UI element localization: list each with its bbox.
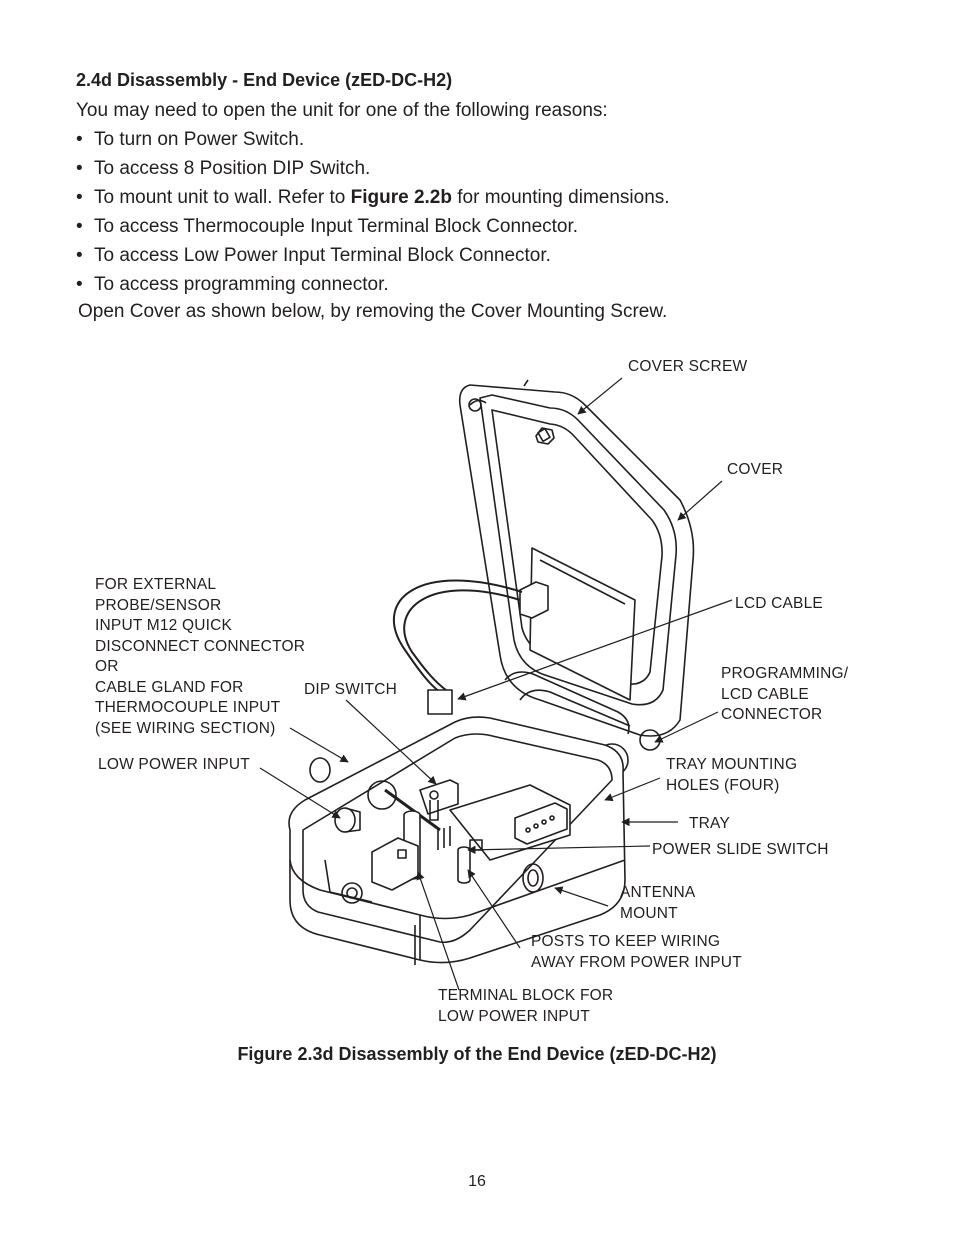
list-item: •To access Thermocouple Input Terminal B… — [76, 216, 579, 237]
bullet-icon: • — [76, 245, 83, 266]
label-tray-mounting-holes: TRAY MOUNTING HOLES (FOUR) — [666, 756, 798, 794]
figure-caption: Figure 2.3d Disassembly of the End Devic… — [237, 1044, 717, 1064]
label-antenna-mount: ANTENNA MOUNT — [620, 884, 696, 922]
list-item: •To turn on Power Switch. — [76, 129, 305, 150]
label-tray: TRAY — [689, 815, 730, 832]
label-external-probe: FOR EXTERNAL PROBE/SENSOR INPUT M12 QUIC… — [95, 576, 306, 737]
bullet-icon: • — [76, 274, 83, 295]
bullet-icon: • — [76, 216, 83, 237]
list-item: •To mount unit to wall. Refer to Figure … — [76, 187, 670, 208]
reasons-list: •To turn on Power Switch. •To access 8 P… — [76, 128, 670, 302]
label-cover-screw: COVER SCREW — [628, 358, 748, 375]
label-lcd-cable: LCD CABLE — [735, 595, 823, 612]
section-heading: 2.4d Disassembly - End Device (zED-DC-H2… — [76, 70, 453, 90]
label-power-slide-switch: POWER SLIDE SWITCH — [652, 841, 829, 858]
list-item: •To access programming connector. — [76, 274, 389, 295]
label-low-power-input: LOW POWER INPUT — [98, 756, 250, 773]
bullet-icon: • — [76, 158, 83, 179]
page-number: 16 — [468, 1173, 486, 1190]
outro-text: Open Cover as shown below, by removing t… — [78, 301, 668, 322]
list-item: •To access 8 Position DIP Switch. — [76, 158, 371, 179]
label-terminal-block: TERMINAL BLOCK FOR LOW POWER INPUT — [438, 987, 614, 1025]
label-posts: POSTS TO KEEP WIRING AWAY FROM POWER INP… — [531, 933, 742, 971]
figure-reference: Figure 2.2b — [350, 187, 452, 208]
bullet-icon: • — [76, 129, 83, 150]
base-drawing — [288, 716, 626, 965]
label-cover: COVER — [727, 461, 784, 478]
list-item: •To access Low Power Input Terminal Bloc… — [76, 245, 551, 266]
intro-text: You may need to open the unit for one of… — [76, 100, 608, 121]
device-illustration — [259, 377, 733, 991]
label-dip-switch: DIP SWITCH — [304, 681, 397, 698]
bullet-icon: • — [76, 187, 83, 208]
label-programming-connector: PROGRAMMING/ LCD CABLE CONNECTOR — [721, 665, 849, 723]
cover-drawing — [458, 379, 695, 777]
